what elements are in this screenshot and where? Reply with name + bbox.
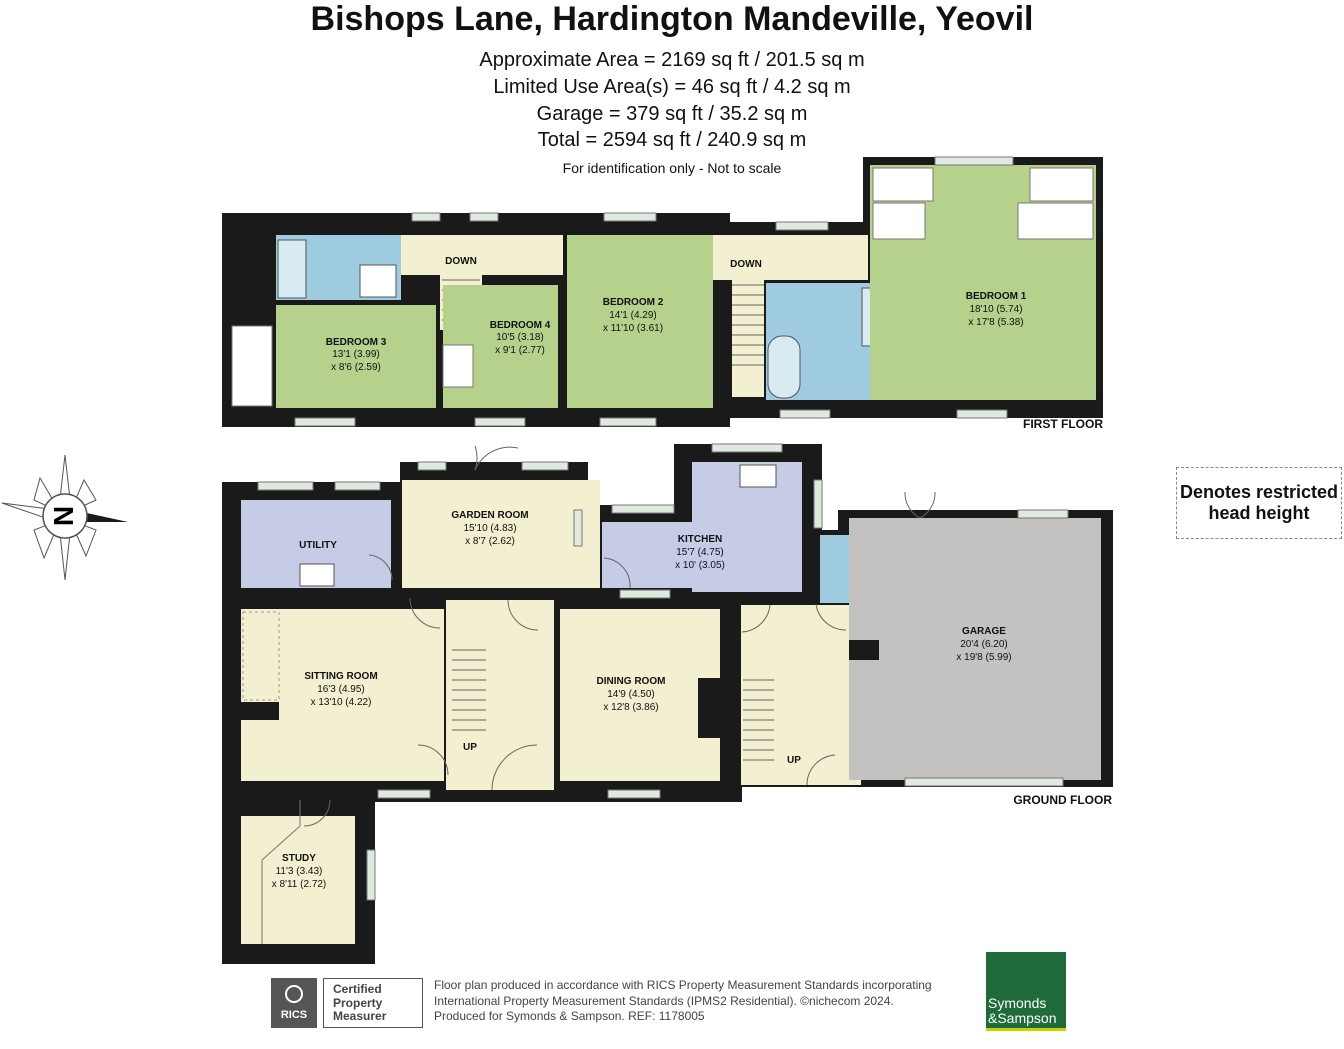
bedroom-4-dim2: x 9'1 (2.77) (495, 345, 545, 356)
first-floor (222, 156, 1103, 427)
symonds-sampson-logo: Symonds &Sampson (986, 952, 1066, 1031)
footer-disclaimer: Floor plan produced in accordance with R… (434, 978, 932, 1025)
page-title: Bishops Lane, Hardington Mandeville, Yeo… (310, 0, 1034, 38)
study-dim2: x 8'11 (2.72) (272, 879, 327, 890)
bedroom-3 (276, 305, 436, 408)
stairs-down-label-1: DOWN (445, 256, 477, 267)
garage-dim2: x 19'8 (5.99) (956, 652, 1011, 663)
bedroom-2-dim2: x 11'10 (3.61) (603, 323, 663, 334)
garage-dim1: 20'4 (6.20) (960, 639, 1008, 650)
bedroom-4-dim1: 10'5 (3.18) (496, 332, 544, 343)
stairs-down-label-2: DOWN (730, 259, 762, 270)
bedroom-3-dim1: 13'1 (3.99) (332, 349, 380, 360)
scale-note: For identification only - Not to scale (562, 160, 782, 176)
rics-emblem-icon (285, 985, 303, 1003)
limited-use-area: Limited Use Area(s) = 46 sq ft / 4.2 sq … (493, 76, 851, 98)
dining-room-dim2: x 12'8 (3.86) (603, 702, 658, 713)
garden-room-dim2: x 8'7 (2.62) (465, 536, 515, 547)
bedroom-2-dim1: 14'1 (4.29) (609, 310, 657, 321)
first-floor-label: FIRST FLOOR (1023, 417, 1103, 431)
cert-line-2: Property (333, 995, 383, 1010)
bedroom-2 (567, 235, 713, 408)
logo-line-1: Symonds (988, 995, 1047, 1011)
footer-line-1: Floor plan produced in accordance with R… (434, 978, 932, 992)
kitchen-dim1: 15'7 (4.75) (676, 547, 724, 558)
study (241, 816, 355, 944)
study-dim1: 11'3 (3.43) (276, 866, 323, 877)
logo-line-2: &Sampson (988, 1010, 1057, 1026)
bedroom-1-name: BEDROOM 1 (966, 291, 1027, 302)
total-area: Total = 2594 sq ft / 240.9 sq m (537, 129, 807, 151)
garden-room (402, 480, 600, 588)
bedroom-4-name: BEDROOM 4 (490, 320, 551, 331)
kitchen-name: KITCHEN (678, 534, 722, 545)
legend-line-2: head height (1208, 503, 1310, 523)
compass-rose-icon: N (1, 454, 128, 581)
garden-room-name: GARDEN ROOM (451, 510, 528, 521)
landing-right (713, 235, 868, 280)
sitting-room-dim1: 16'3 (4.95) (317, 684, 365, 695)
landing-left (401, 235, 563, 275)
ground-floor (222, 443, 1113, 964)
rics-logo: RICS (271, 978, 317, 1028)
bedroom-3-name: BEDROOM 3 (326, 337, 387, 348)
restricted-head-height-legend: Denotes restricted head height (1176, 467, 1342, 539)
bedroom-3-dim2: x 8'6 (2.59) (331, 362, 381, 373)
dining-room (560, 609, 720, 781)
stairs-up-label-2: UP (787, 755, 801, 766)
certified-property-measurer-badge: Certified Property Measurer (323, 978, 423, 1028)
rear-hall (741, 605, 861, 785)
hall (446, 600, 554, 790)
garage-area: Garage = 379 sq ft / 35.2 sq m (536, 103, 808, 125)
sitting-room-dim2: x 13'10 (4.22) (311, 697, 372, 708)
garage (849, 518, 1101, 780)
footer-line-2: International Property Measurement Stand… (434, 993, 894, 1008)
study-name: STUDY (282, 853, 316, 864)
legend-line-1: Denotes restricted (1179, 482, 1339, 502)
cert-line-1: Certified (333, 982, 382, 996)
kitchen-dim2: x 10' (3.05) (675, 560, 725, 571)
bedroom-1-dim1: 18'10 (5.74) (969, 304, 1022, 315)
dining-room-name: DINING ROOM (597, 676, 666, 687)
compass-north-label: N (48, 506, 79, 526)
ground-floor-label: GROUND FLOOR (1013, 793, 1112, 807)
footer-line-3: Produced for Symonds & Sampson. REF: 117… (434, 1009, 705, 1023)
garage-name: GARAGE (962, 626, 1006, 637)
rics-logo-text: RICS (280, 1009, 308, 1021)
approximate-area: Approximate Area = 2169 sq ft / 201.5 sq… (479, 49, 865, 71)
bedroom-2-name: BEDROOM 2 (603, 297, 664, 308)
sitting-room-name: SITTING ROOM (304, 671, 377, 682)
stairs-up-label-1: UP (463, 742, 477, 753)
cert-line-3: Measurer (333, 1009, 387, 1023)
utility-name: UTILITY (299, 540, 337, 551)
dining-room-dim1: 14'9 (4.50) (607, 689, 655, 700)
bedroom-1-dim2: x 17'8 (5.38) (968, 317, 1023, 328)
garden-room-dim1: 15'10 (4.83) (463, 523, 516, 534)
